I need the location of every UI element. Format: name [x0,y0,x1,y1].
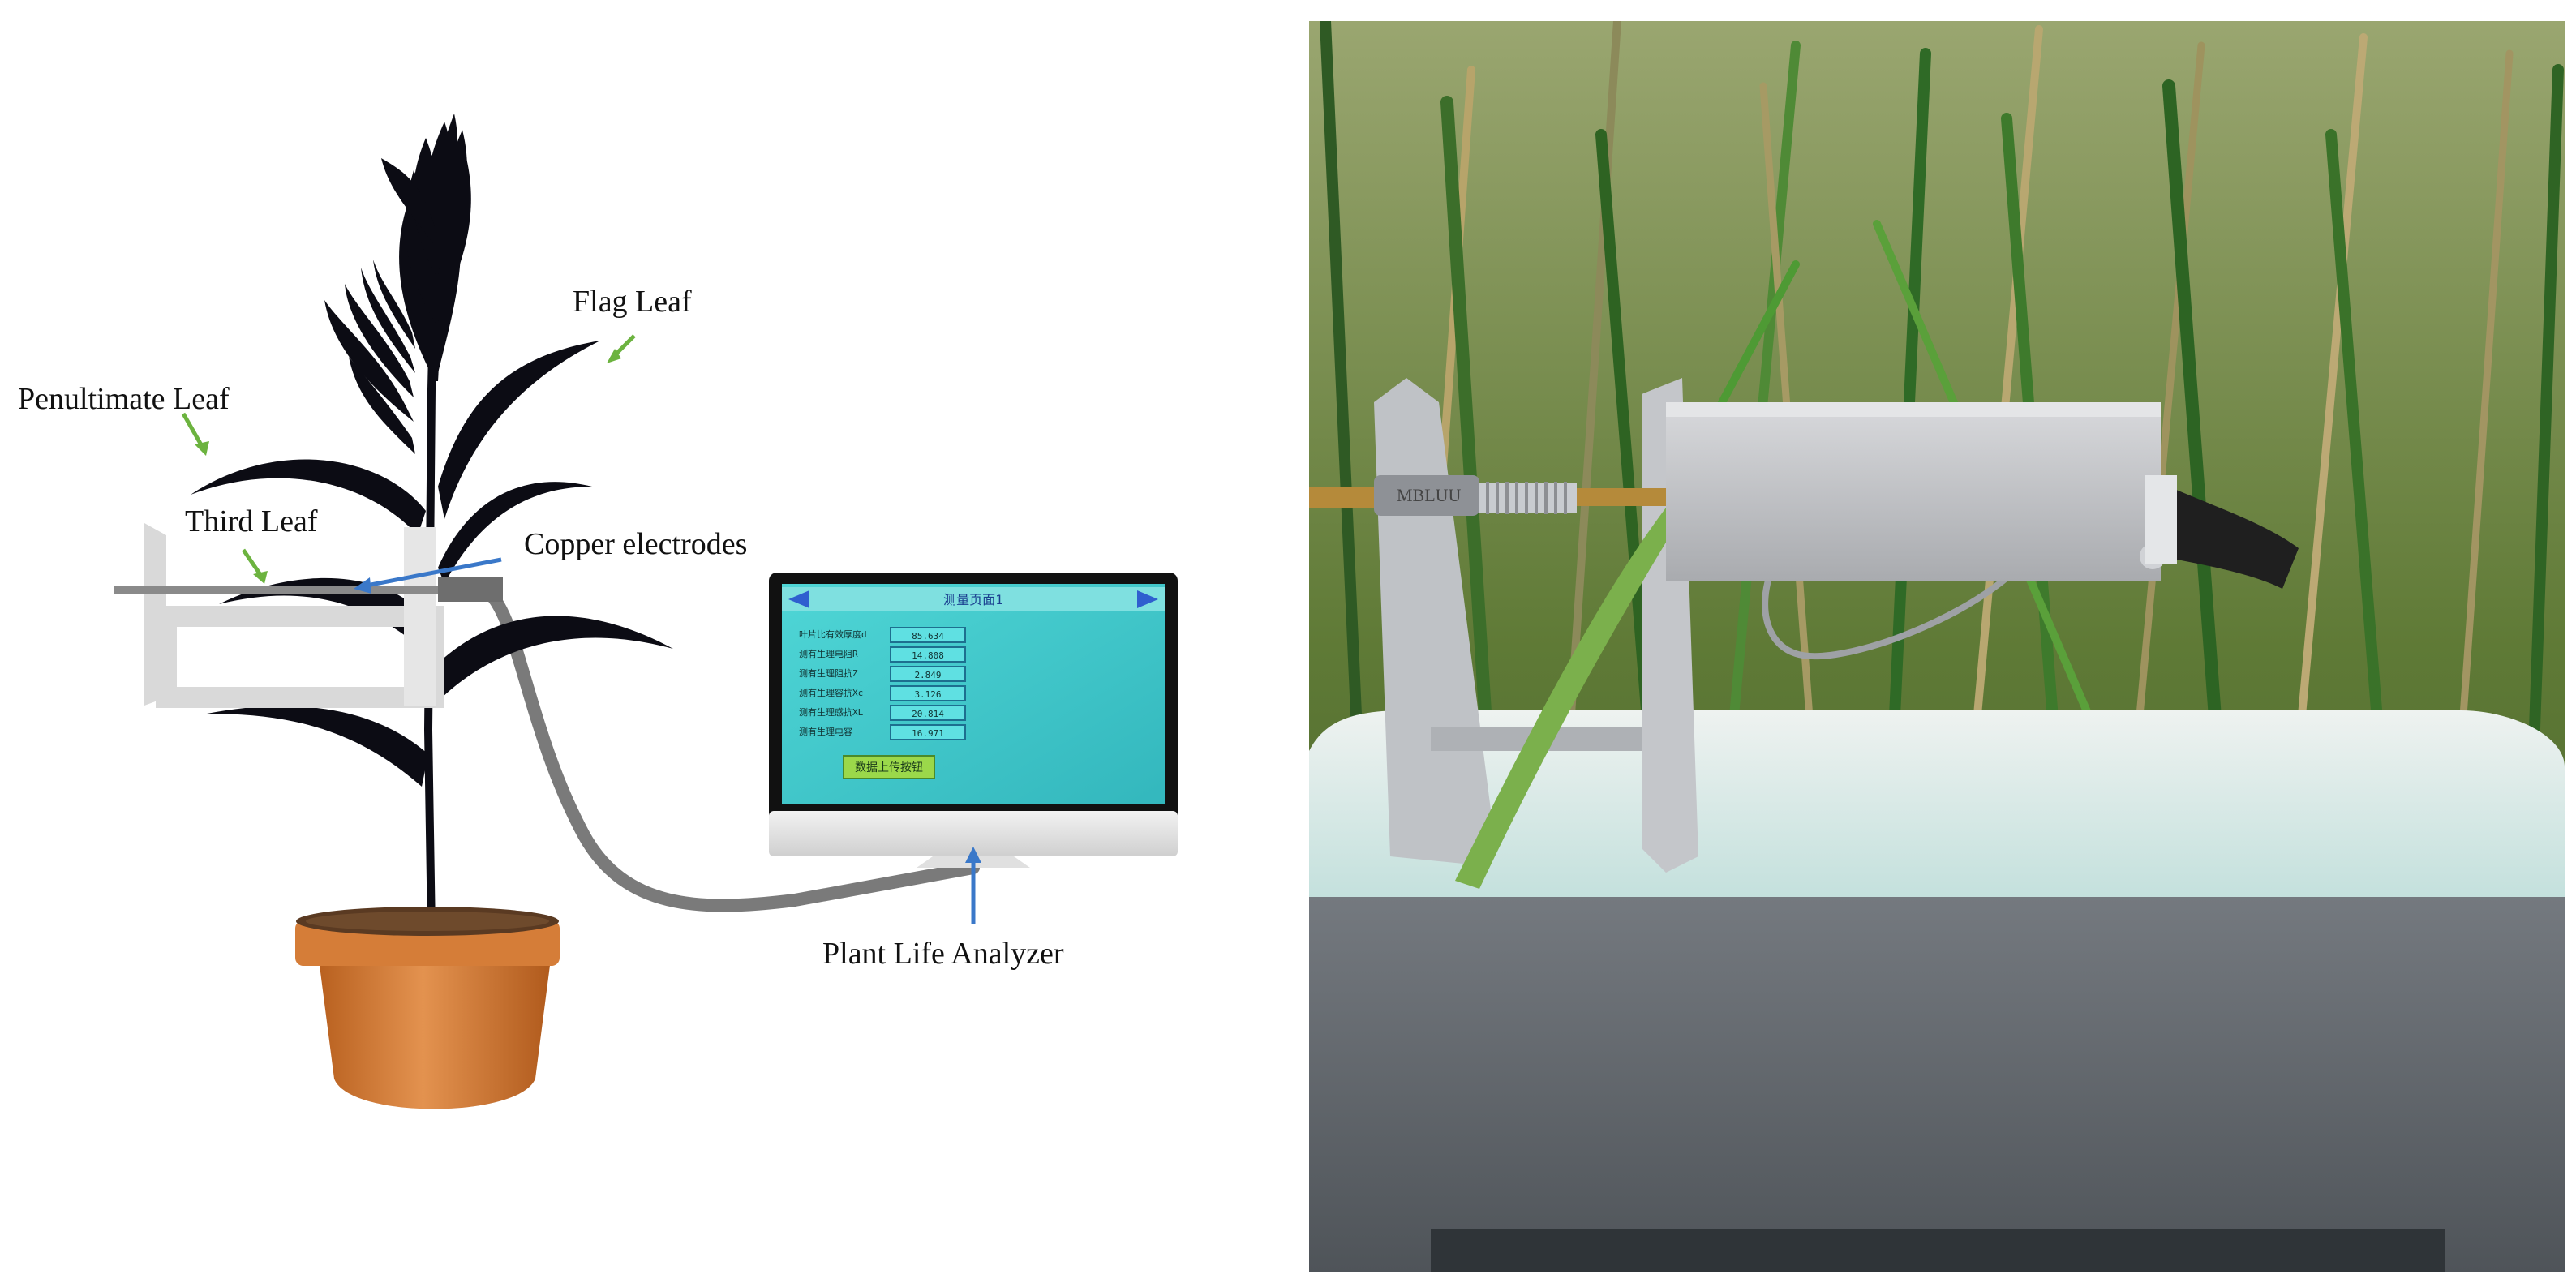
field-photo: MBLUU [1309,21,2565,1272]
screen-row-value: 85.634 [912,631,944,641]
flag-leaf-shape [438,341,600,519]
screen-row-value: 2.849 [914,670,941,680]
sensor-box [1666,402,2299,589]
upload-button[interactable] [843,755,935,779]
screen-value-box [890,627,966,643]
plant [191,114,673,933]
screen-value-box [890,705,966,721]
schematic-diagram: 测量页面1 叶片比有效厚度d 85.634 测有生理电阻R 14.808 测有生… [18,114,1178,1109]
device-base [1309,897,2565,1272]
screen-row-label: 测有生理容抗Xc [799,687,863,698]
analyzer-label: Plant Life Analyzer [822,937,1064,971]
wheat-ear [324,114,471,454]
screen-value-box [890,685,966,701]
penultimate-leaf-label: Penultimate Leaf [18,382,230,416]
upload-button-label: 数据上传按钮 [855,761,923,774]
copper-electrodes-label: Copper electrodes [524,527,747,561]
analyzer-monitor: 测量页面1 叶片比有效厚度d 85.634 测有生理电阻R 14.808 测有生… [769,573,1178,868]
screen-value-box [890,724,966,740]
screen-rows: 叶片比有效厚度d 85.634 测有生理电阻R 14.808 测有生理阻抗Z 2… [799,627,966,740]
screen-row-value: 3.126 [914,689,941,700]
screen-row-label: 测有生理阻抗Z [799,667,858,679]
flag-leaf-label: Flag Leaf [573,285,692,319]
probe-label: MBLUU [1397,485,1462,505]
sample-leaf [1455,508,1682,889]
screen-row-label: 测有生理电阻R [799,648,858,659]
device-base-top [1309,710,2565,946]
annotation-arrows [181,334,981,924]
screen-row-label: 测有生理感抗XL [799,706,864,718]
screen-row-label: 测有生理电容 [799,726,852,737]
third-leaf-shape [219,577,426,649]
screen-row-value: 14.808 [912,650,944,661]
device-display-edge [1431,1229,2445,1272]
third-leaf-label: Third Leaf [185,504,318,538]
next-arrow-icon[interactable] [1137,590,1158,608]
screen-row-label: 叶片比有效厚度d [799,628,867,640]
prev-arrow-icon[interactable] [788,590,809,608]
screen-row-value: 20.814 [912,709,944,719]
screen-value-box [890,666,966,682]
screen-header: 测量页面1 [943,592,1003,607]
screen-value-box [890,646,966,663]
flower-pot [295,907,560,1109]
leaf-clamp [114,523,503,708]
screen-row-value: 16.971 [912,728,944,739]
penultimate-leaf-shape [191,459,426,535]
